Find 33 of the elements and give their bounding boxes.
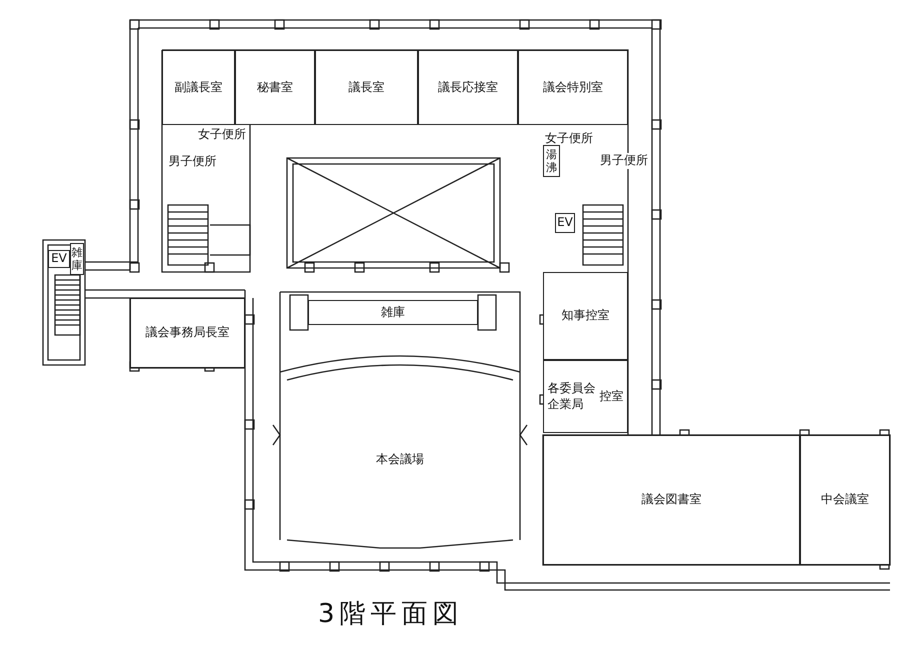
room [308, 300, 478, 325]
room-label: 中会議室 [821, 492, 869, 508]
plan-title: 3階平面図 [318, 598, 464, 631]
room [543, 272, 628, 360]
room-label: 雑庫 [381, 304, 405, 320]
room-label: 男子便所 [600, 153, 648, 169]
room-label: 知事控室 [562, 308, 610, 324]
room-label: 湯沸 [546, 148, 558, 174]
room-label: 議会図書室 [642, 492, 702, 508]
room [130, 298, 245, 368]
room-label: 議会特別室 [543, 80, 603, 96]
room [70, 243, 84, 275]
room-label: 議長室 [348, 80, 384, 96]
room [235, 50, 315, 125]
room-label: 雑庫 [71, 246, 83, 272]
room [315, 50, 418, 125]
room-label: 議長応接室 [438, 80, 498, 96]
room-label: 女子便所 [198, 127, 246, 143]
room-label: 控室 [600, 388, 624, 404]
room-label: 男子便所 [168, 154, 216, 170]
room [518, 50, 628, 125]
room-label: 議会事務局長室 [146, 325, 230, 341]
room [543, 360, 628, 433]
room-label: 本会議場 [376, 452, 424, 468]
room-label: 女子便所 [545, 131, 593, 147]
room [543, 435, 800, 565]
room-label: 各委員会 [548, 380, 596, 396]
room [418, 50, 518, 125]
room [162, 50, 235, 125]
room [48, 250, 70, 268]
room-label: 副議長室 [174, 80, 222, 96]
room-label: 秘書室 [257, 80, 293, 96]
room [800, 435, 890, 565]
